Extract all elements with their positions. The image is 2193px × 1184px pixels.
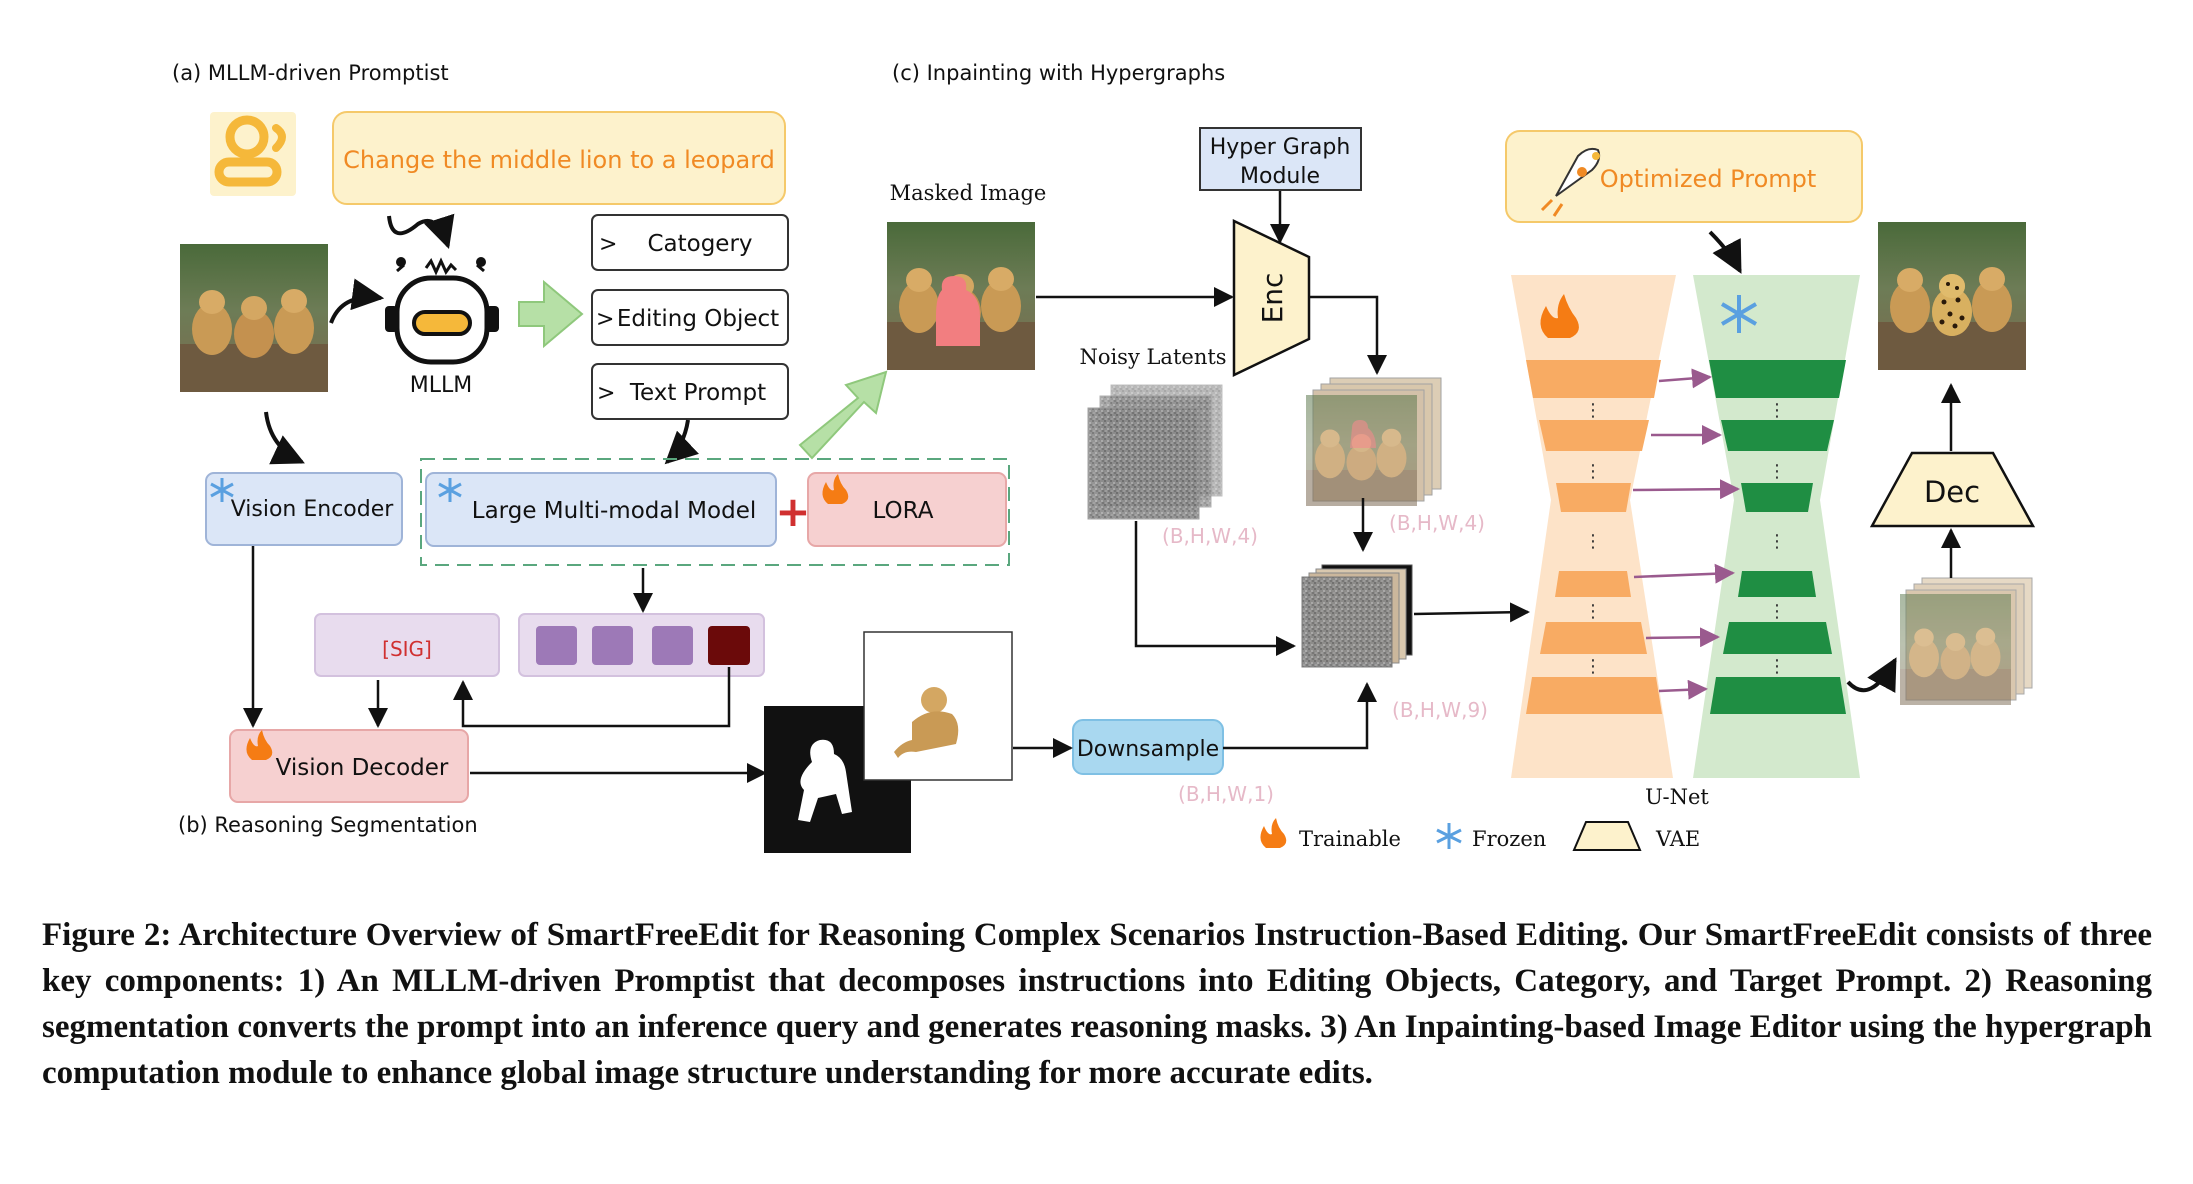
mllm-label: MLLM	[410, 373, 472, 398]
legend-vae-swatch	[1572, 821, 1642, 851]
input-lions-image	[180, 244, 328, 392]
arrow-downsample-to-concat	[1223, 682, 1377, 750]
dim-latent: (B,H,W,4)	[1389, 511, 1485, 535]
unet-dots: ⋮	[1584, 601, 1602, 622]
dim-noisy: (B,H,W,4)	[1162, 524, 1258, 548]
edited-output-image	[1878, 222, 2026, 370]
unet-dots: ⋮	[1768, 531, 1786, 552]
arrow-image-to-encoder	[264, 411, 305, 465]
arrow-image-to-mllm	[329, 278, 385, 324]
snowflake-icon	[438, 478, 462, 502]
lora-label: LORA	[873, 498, 934, 524]
flame-icon	[822, 474, 849, 504]
output-category: > Catogery	[591, 214, 789, 271]
vision-encoder-box	[205, 472, 403, 546]
token	[592, 626, 633, 665]
hypergraph-module-line1: Hyper Graph	[1210, 135, 1351, 160]
flame-icon	[246, 730, 273, 760]
plus-sign: +	[775, 487, 810, 536]
instruction-text: Change the middle lion to a leopard	[343, 146, 775, 174]
legend-frozen: Frozen	[1472, 827, 1546, 851]
token-sig	[708, 626, 750, 665]
token-strip	[518, 613, 765, 677]
token	[536, 626, 577, 665]
masked-image-label: Masked Image	[890, 181, 1047, 205]
sig-box	[314, 613, 500, 677]
optimized-prompt-label: Optimized Prompt	[1600, 165, 1817, 193]
image-latent-stack	[1306, 377, 1442, 506]
unet-dots: ⋮	[1768, 400, 1786, 421]
output-editing-object-label: Editing Object	[617, 306, 779, 332]
arrow-outputs-to-lmm	[664, 419, 699, 465]
output-text-prompt-label: Text Prompt	[629, 380, 766, 406]
lmm-label: Large Multi-modal Model	[472, 498, 756, 524]
unet-dots: ⋮	[1584, 531, 1602, 552]
arrow-concat-to-unet	[1413, 602, 1530, 623]
arrow-unet-to-output-latent	[1846, 657, 1897, 693]
dim-mask: (B,H,W,1)	[1178, 782, 1274, 806]
figure-caption: Figure 2: Architecture Overview of Smart…	[42, 917, 2152, 1091]
section-c-label: (c) Inpainting with Hypergraphs	[892, 61, 1225, 85]
output-category-label: Catogery	[647, 231, 752, 257]
hypergraph-module-line2: Module	[1240, 164, 1320, 189]
unet-dots: ⋮	[1768, 656, 1786, 677]
skip-connections	[1632, 368, 1740, 700]
unet-dots: ⋮	[1584, 656, 1602, 677]
arrow-to-masked-image	[798, 370, 888, 460]
unet-label: U-Net	[1645, 785, 1709, 809]
segmented-lion-image	[863, 631, 1013, 781]
legend-vae: VAE	[1655, 827, 1700, 851]
section-a-label: (a) MLLM-driven Promptist	[172, 61, 449, 85]
vae-decoder-block	[1869, 451, 2036, 528]
enc-label: Enc	[1256, 273, 1289, 324]
output-text-prompt: > Text Prompt	[591, 363, 789, 420]
svg-text:>: >	[596, 307, 614, 332]
noisy-latents-label: Noisy Latents	[1079, 345, 1226, 369]
snowflake-icon	[1720, 295, 1758, 333]
svg-text:>: >	[597, 381, 615, 406]
robot-icon	[385, 257, 499, 365]
vision-decoder-label: Vision Decoder	[276, 755, 449, 781]
unet-dots: ⋮	[1584, 400, 1602, 421]
snowflake-icon	[210, 478, 234, 502]
unet-dots: ⋮	[1768, 601, 1786, 622]
vision-encoder-label: Vision Encoder	[231, 497, 395, 522]
flame-icon	[1260, 818, 1287, 848]
lmm-lora-group	[420, 458, 1010, 566]
unet-dots: ⋮	[1768, 461, 1786, 482]
arrow-enc-to-latent	[1310, 295, 1387, 375]
user-icon	[210, 112, 296, 196]
rocket-icon	[1540, 147, 1601, 217]
arrow-mllm-to-outputs	[518, 279, 584, 349]
flame-icon	[1540, 294, 1579, 338]
unet-decoder-blocks	[1709, 360, 1846, 714]
arrow-instruction-to-mllm	[387, 213, 455, 250]
lora-box	[807, 472, 1007, 547]
token	[652, 626, 693, 665]
vae-encoder-block	[1232, 219, 1311, 377]
concatenated-latent-stack	[1301, 564, 1413, 668]
unet-dots: ⋮	[1584, 461, 1602, 482]
sig-label: [SIG]	[382, 637, 432, 661]
unet-encoder-blocks	[1526, 360, 1662, 714]
downsample-label: Downsample	[1077, 737, 1219, 762]
masked-image	[887, 222, 1035, 370]
arrow-noisy-to-concat	[1134, 521, 1296, 656]
snowflake-icon	[1436, 823, 1462, 849]
arrow-token-to-sig	[453, 667, 731, 728]
instruction-box	[332, 111, 786, 205]
vision-decoder-box	[229, 729, 469, 803]
hypergraph-module-box	[1199, 127, 1362, 191]
lmm-box	[425, 472, 777, 547]
dec-label: Dec	[1924, 475, 1980, 509]
section-b-label: (b) Reasoning Segmentation	[178, 813, 478, 837]
output-editing-object: > Editing Object	[591, 289, 789, 346]
svg-text:>: >	[599, 232, 617, 257]
output-latent-stack	[1900, 577, 2033, 705]
noisy-latent-stack	[1087, 384, 1223, 520]
dim-concat: (B,H,W,9)	[1392, 698, 1488, 722]
arrow-prompt-to-unet	[1708, 230, 1742, 274]
legend-trainable: Trainable	[1299, 827, 1401, 851]
